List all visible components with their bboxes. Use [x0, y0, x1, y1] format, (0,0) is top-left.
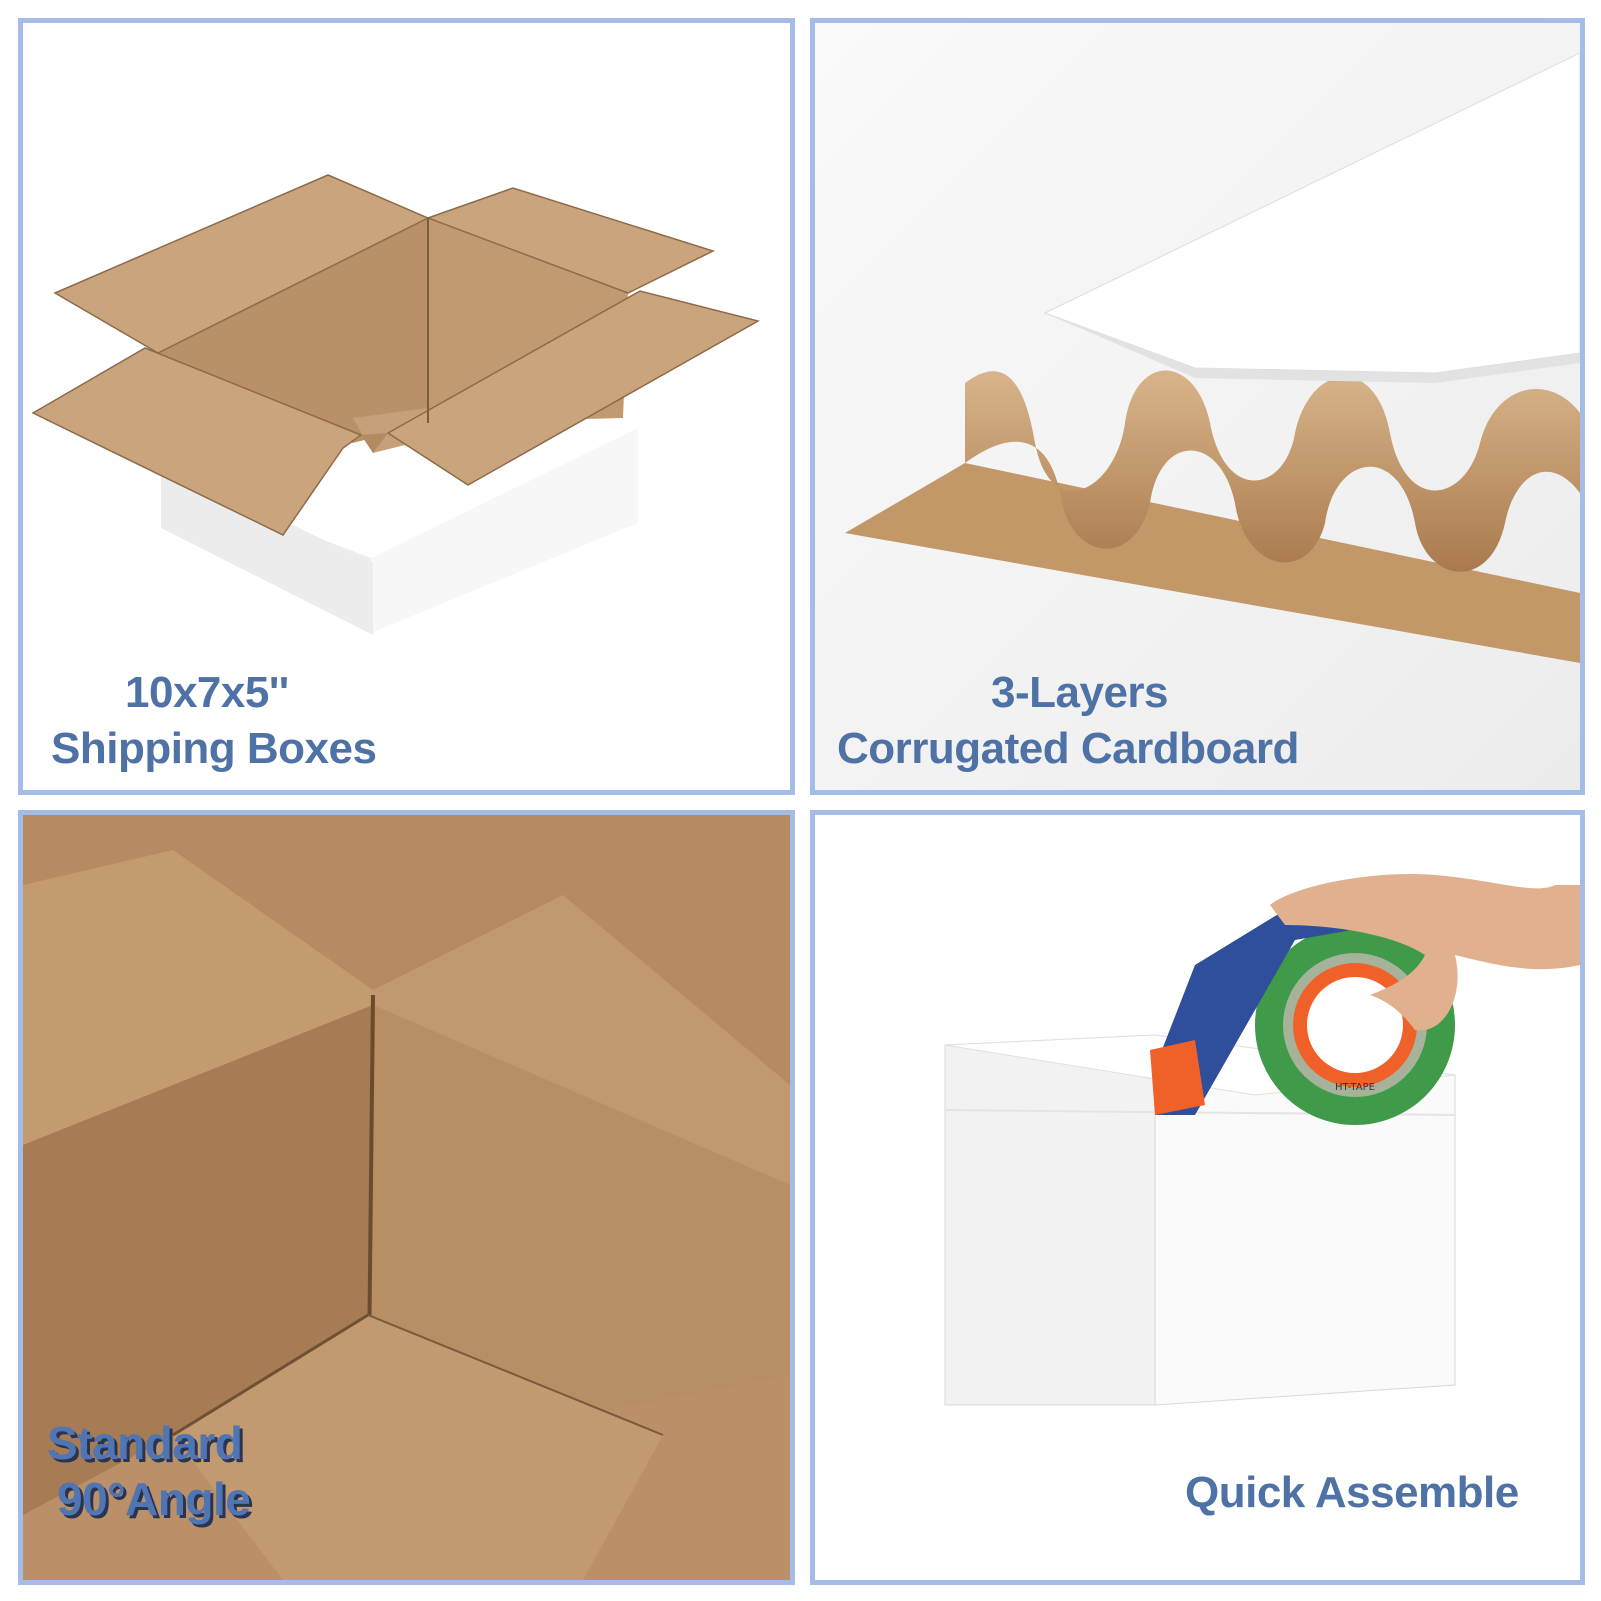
box-corner-image	[23, 815, 790, 1580]
tape-brand-label: HT-TAPE	[1335, 1082, 1375, 1093]
panel-standard-angle: Standard 90°Angle	[18, 810, 795, 1585]
caption-standard: Standard	[47, 1417, 243, 1469]
caption-shipping-boxes: Shipping Boxes	[51, 724, 377, 773]
tape-dispenser-image: HT-TAPE	[944, 874, 1580, 1406]
corrugated-cross-section-image	[815, 23, 1580, 790]
caption-corrugated-cardboard: Corrugated Cardboard	[837, 724, 1299, 773]
caption-size: 10x7x5''	[125, 668, 289, 717]
caption-3-layers: 3-Layers	[991, 668, 1169, 717]
panel-shipping-boxes: 10x7x5'' Shipping Boxes	[18, 18, 795, 795]
caption-90-angle: 90°Angle	[57, 1473, 251, 1525]
panel-corrugated-cardboard: 3-Layers Corrugated Cardboard	[810, 18, 1585, 795]
open-box-image	[31, 174, 760, 635]
panel-quick-assemble: HT-TAPE Quick Assemble	[810, 810, 1585, 1585]
caption-quick-assemble: Quick Assemble	[1185, 1468, 1519, 1517]
